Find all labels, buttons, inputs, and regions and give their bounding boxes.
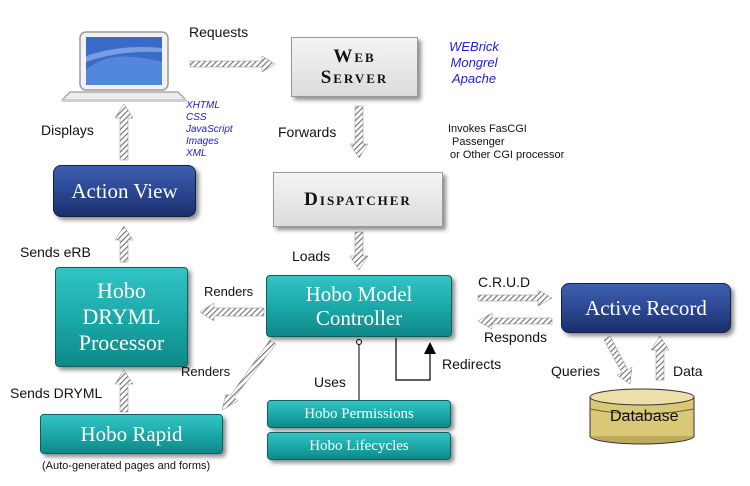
loads-arrow [349, 231, 369, 271]
forwards-arrow [349, 105, 369, 159]
web-server-box: Web Server [291, 37, 418, 97]
renders-diag-arrow [221, 339, 277, 411]
action-view-label: Action View [71, 178, 178, 203]
renders-left-arrow [199, 302, 265, 322]
uses-connector-dot [356, 339, 362, 345]
content-type-javascript: JavaScript [186, 124, 233, 135]
invokes-line3: or Other CGI processor [450, 149, 565, 161]
crud-arrow [477, 289, 553, 307]
hobo-lifecycles-label: Hobo Lifecycles [309, 437, 409, 454]
content-type-xhtml: XHTML [186, 100, 220, 111]
dryml-line3: Processor [78, 330, 165, 355]
redirects-loop [395, 338, 431, 381]
active-record-label: Active Record [585, 295, 707, 320]
content-type-css: CSS [186, 112, 207, 123]
database-cylinder-icon [589, 388, 695, 445]
database-label: Database [610, 408, 679, 425]
web-server-line2: Server [320, 67, 389, 88]
dryml-line1: Hobo [97, 278, 146, 303]
responds-arrow [477, 312, 553, 330]
rapid-note: (Auto-generated pages and forms) [42, 460, 211, 472]
data-label: Data [673, 363, 703, 379]
server-list: WEBrick Mongrel Apache [440, 39, 508, 87]
model-controller-box: Hobo Model Controller [266, 275, 452, 337]
laptop-icon [60, 31, 188, 102]
crud-label: C.R.U.D [478, 274, 531, 290]
hobo-rapid-box: Hobo Rapid [40, 414, 223, 454]
invokes-line2: Passenger [452, 136, 505, 148]
hobo-rapid-label: Hobo Rapid [80, 421, 183, 446]
content-types-list: XHTML CSS JavaScript Images XML [186, 100, 233, 160]
active-record-box: Active Record [561, 283, 731, 333]
responds-label: Responds [484, 329, 548, 345]
requests-label: Requests [189, 24, 249, 40]
redirects-label: Redirects [442, 356, 502, 372]
queries-arrow [603, 335, 633, 385]
sends-erb-arrow [114, 225, 134, 263]
renders-left-label: Renders [204, 284, 254, 299]
displays-arrow [114, 103, 134, 161]
action-view-box: Action View [53, 165, 196, 217]
hobo-lifecycles-box: Hobo Lifecycles [267, 432, 451, 460]
renders-diag-label: Renders [181, 364, 231, 379]
displays-label: Displays [41, 122, 94, 138]
invokes-line1: Invokes FasCGI [448, 123, 527, 135]
hobo-permissions-box: Hobo Permissions [267, 400, 451, 428]
web-server-line1: Web [333, 46, 376, 67]
sends-dryml-arrow [114, 369, 134, 413]
model-controller-line1: Hobo Model [305, 282, 413, 306]
dispatcher-box: Dispatcher [273, 172, 443, 227]
invokes-note: Invokes FasCGI Passenger or Other CGI pr… [448, 123, 564, 162]
server-mongrel: Mongrel [450, 55, 498, 70]
content-type-images: Images [186, 136, 219, 147]
dryml-processor-box: Hobo DRYML Processor [55, 267, 188, 367]
redirects-arrowhead [424, 342, 436, 354]
sends-dryml-label: Sends DRYML [10, 385, 103, 401]
sends-erb-label: Sends eRB [20, 244, 91, 260]
server-apache: Apache [451, 71, 497, 86]
requests-arrow [189, 55, 276, 73]
server-webrick: WEBrick [449, 39, 499, 54]
queries-label: Queries [551, 363, 601, 379]
uses-label: Uses [314, 374, 346, 390]
dispatcher-label: Dispatcher [304, 188, 412, 210]
content-type-xml: XML [186, 148, 207, 159]
model-controller-line2: Controller [315, 306, 403, 330]
dryml-line2: DRYML [82, 304, 161, 329]
hobo-permissions-label: Hobo Permissions [304, 405, 414, 422]
loads-label: Loads [292, 248, 331, 264]
forwards-label: Forwards [278, 124, 337, 140]
data-arrow [650, 335, 670, 381]
